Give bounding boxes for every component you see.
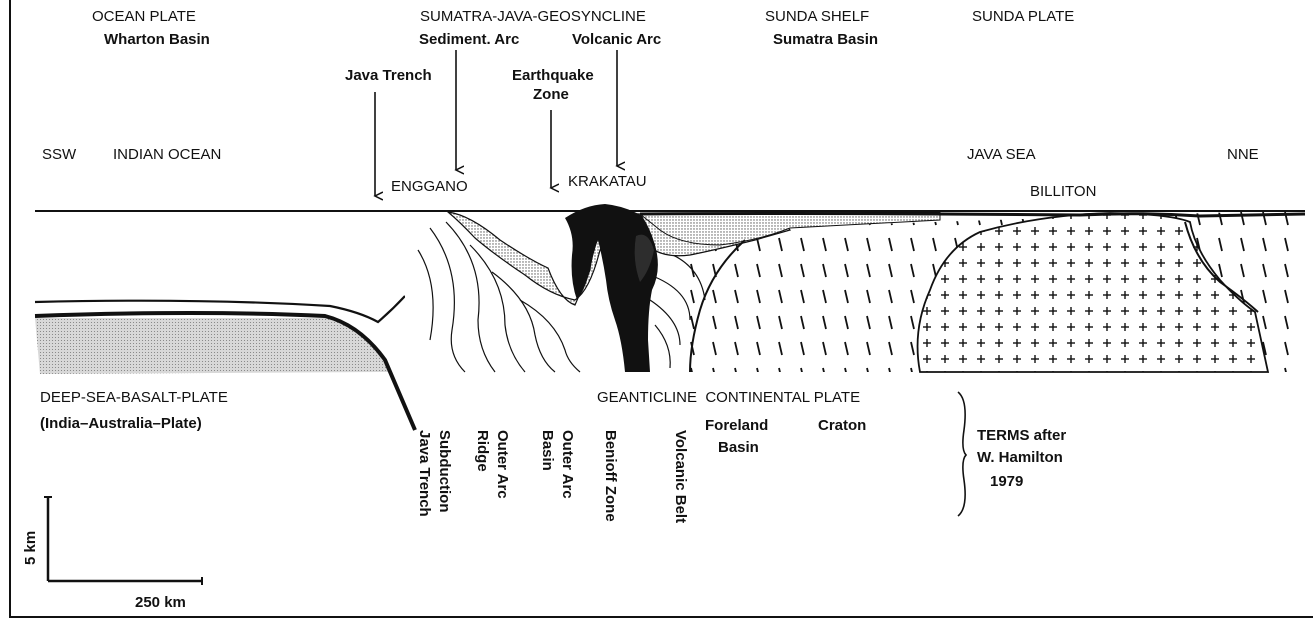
- earthquake-zone-line1: Earthquake: [512, 67, 594, 84]
- nne-label: NNE: [1227, 146, 1259, 163]
- india-australia-plate-label: (India–Australia–Plate): [40, 415, 202, 432]
- volcanic-belt-label: Volcanic Belt: [672, 430, 689, 523]
- billiton-label: BILLITON: [1030, 183, 1096, 200]
- deep-sea-basalt-plate-shape: [35, 318, 390, 374]
- krakatau-label: KRAKATAU: [568, 173, 647, 190]
- indian-ocean-label: INDIAN OCEAN: [113, 146, 221, 163]
- scale-bars: [44, 497, 202, 585]
- sediment-arc-label: Sediment. Arc: [419, 31, 519, 48]
- sunda-shelf-label: SUNDA SHELF: [765, 8, 869, 25]
- java-trench-label: Java Trench: [345, 67, 432, 84]
- subduction-label-line1: Subduction: [436, 430, 453, 513]
- sumatra-basin-label: Sumatra Basin: [773, 31, 878, 48]
- earthquake-zone-line2: Zone: [533, 86, 569, 103]
- outer-arc-basin-line2: Basin: [539, 430, 556, 471]
- outer-arc-ridge-line2: Ridge: [474, 430, 491, 472]
- hamilton-label: W. Hamilton: [977, 449, 1063, 466]
- geanticline-continental-plate-label: GEANTICLINE CONTINENTAL PLATE: [597, 389, 860, 406]
- vertical-scale-label: 5 km: [22, 531, 39, 565]
- craton-label: Craton: [818, 417, 866, 434]
- geosyncline-label: SUMATRA-JAVA-GEOSYNCLINE: [420, 8, 646, 25]
- outer-arc-ridge-line1: Outer Arc: [494, 430, 511, 499]
- outer-arc-basin-line1: Outer Arc: [559, 430, 576, 499]
- deep-sea-basalt-plate-label: DEEP-SEA-BASALT-PLATE: [40, 389, 228, 406]
- ssw-label: SSW: [42, 146, 77, 163]
- volcanic-arc-label: Volcanic Arc: [572, 31, 661, 48]
- terms-brace: [958, 392, 966, 516]
- java-sea-label: JAVA SEA: [967, 146, 1036, 163]
- foreland-basin-line1: Foreland: [705, 417, 768, 434]
- foreland-basin-line2: Basin: [718, 439, 759, 456]
- ocean-plate-label: OCEAN PLATE: [92, 8, 196, 25]
- wharton-basin-label: Wharton Basin: [104, 31, 210, 48]
- sunda-plate-label: SUNDA PLATE: [972, 8, 1074, 25]
- benioff-zone-label: Benioff Zone: [602, 430, 619, 522]
- enggano-label: ENGGANO: [391, 178, 468, 195]
- horizontal-scale-label: 250 km: [135, 594, 186, 611]
- terms-after-label: TERMS after: [977, 427, 1066, 444]
- year-label: 1979: [990, 473, 1023, 490]
- subduction-label-line2: Java Trench: [416, 430, 433, 517]
